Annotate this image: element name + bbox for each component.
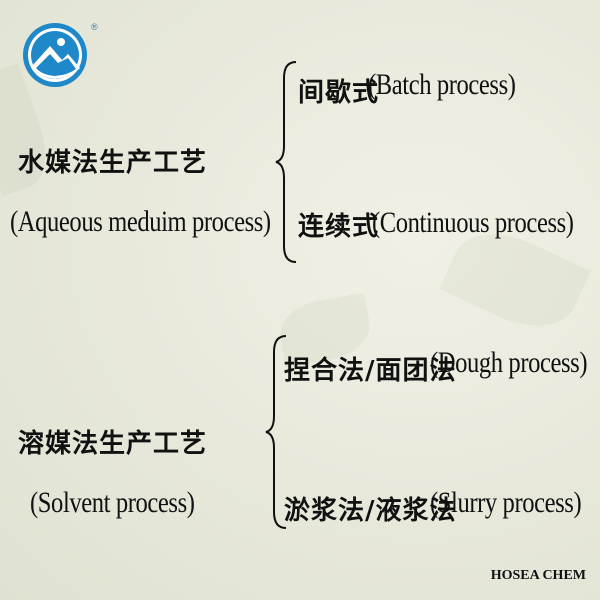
aqueous-title-en: (Aqueous meduim process) — [10, 205, 271, 238]
slurry-process-en: (Slurry process) — [430, 486, 582, 519]
hosea-logo-icon — [22, 22, 88, 88]
continuous-process-en: (Continuous process) — [372, 206, 574, 239]
continuous-process-cn: 连续式 — [298, 212, 380, 242]
aqueous-title-cn: 水媒法生产工艺 — [18, 148, 208, 178]
batch-process-en: (Batch process) — [368, 68, 516, 101]
brand-footer: HOSEA CHEM — [490, 568, 586, 583]
solvent-title-en: (Solvent process) — [30, 486, 195, 519]
slurry-process-cn: 淤浆法/液浆法 — [284, 496, 457, 526]
brace-1 — [275, 61, 297, 263]
brace-2 — [265, 335, 287, 529]
dough-process-en: (Dough process) — [430, 346, 588, 379]
batch-process-cn: 间歇式 — [298, 78, 380, 108]
solvent-title-cn: 溶媒法生产工艺 — [18, 429, 208, 459]
dough-process-cn: 捏合法/面团法 — [284, 356, 457, 386]
registered-mark: ® — [91, 22, 98, 32]
